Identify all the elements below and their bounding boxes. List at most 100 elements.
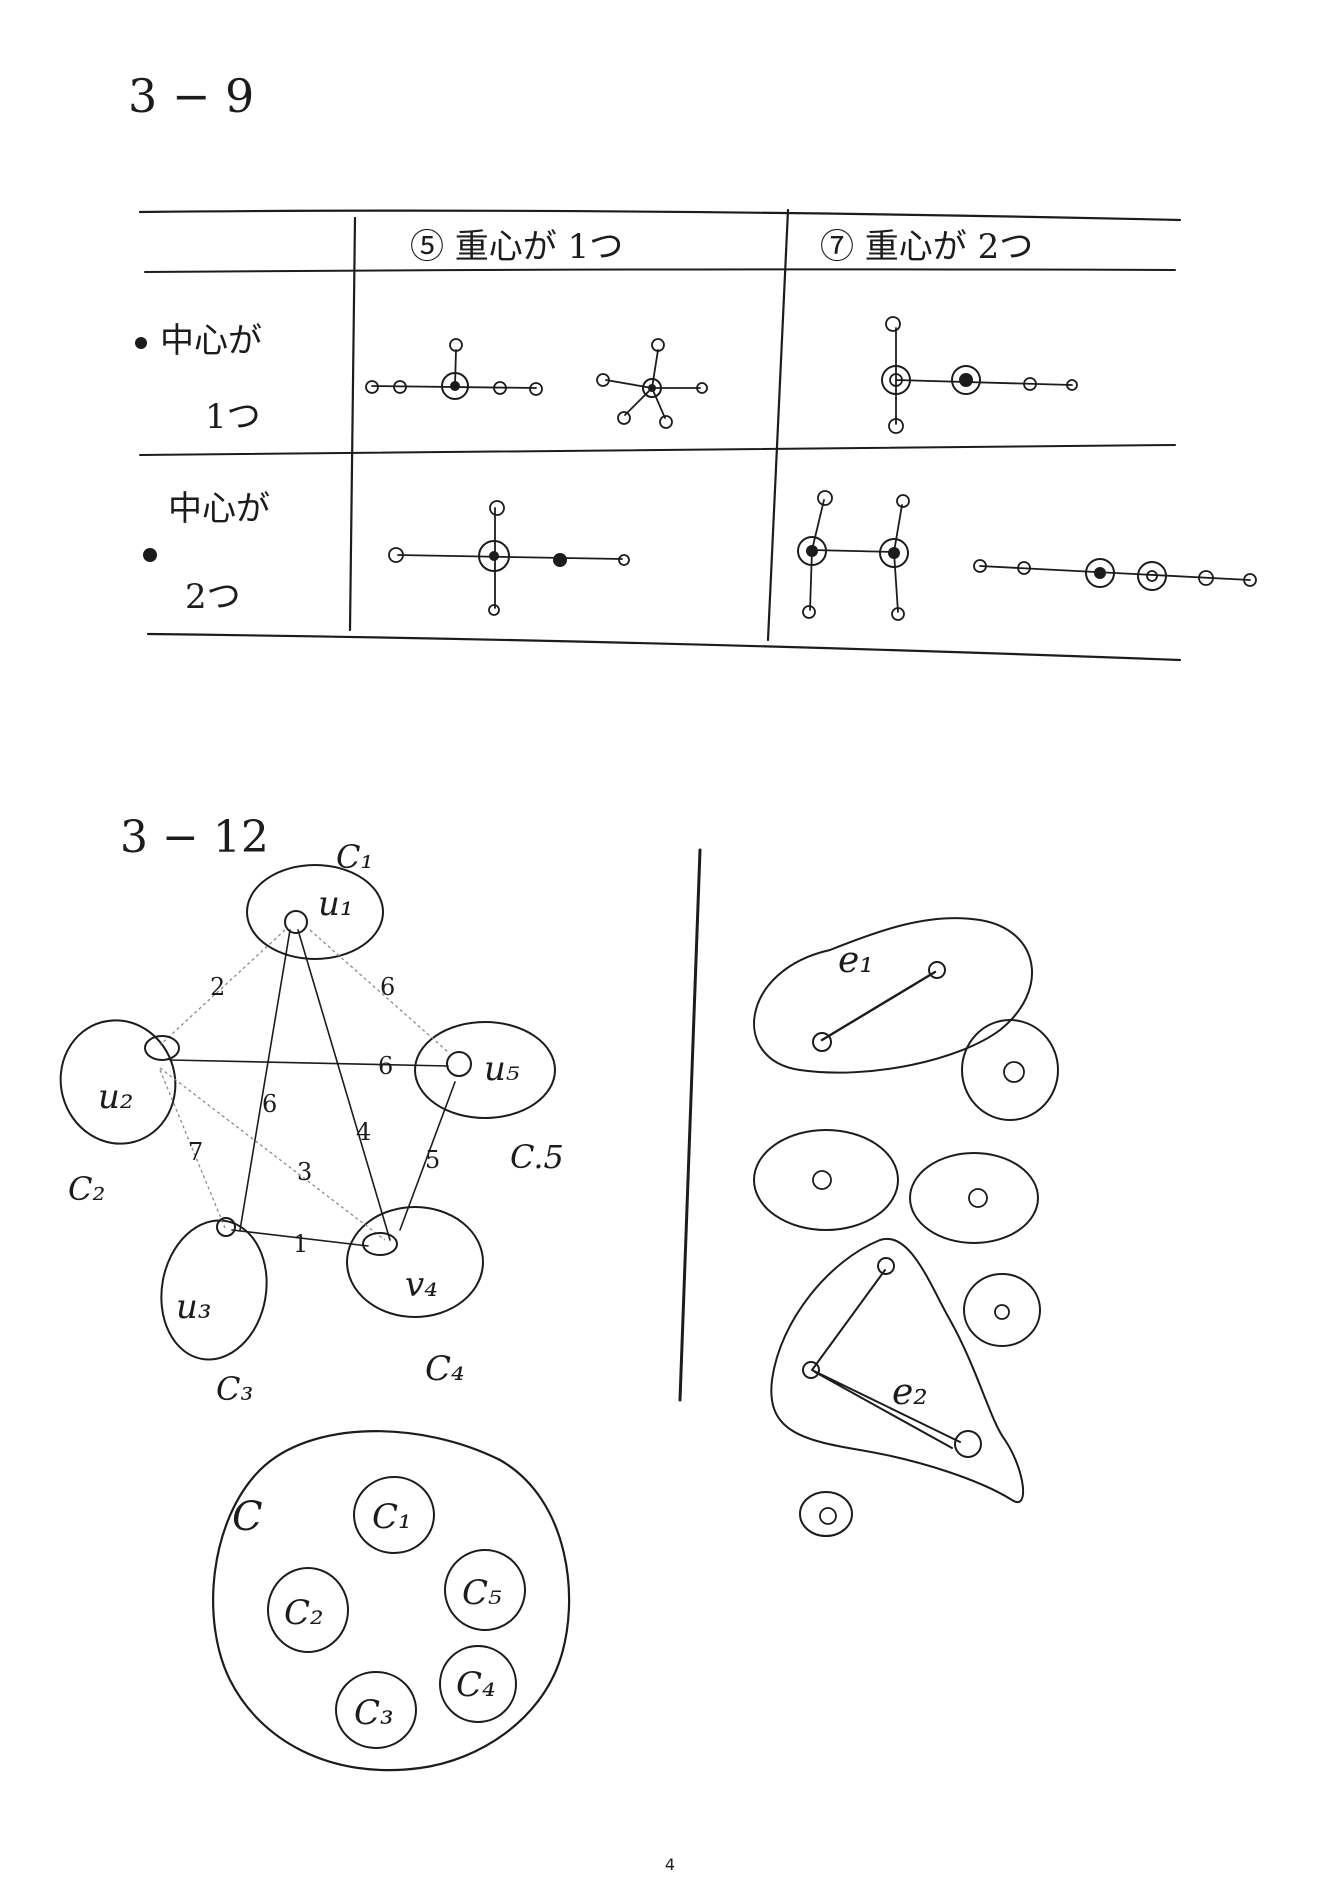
singleton-cluster <box>909 1152 1039 1244</box>
cluster-outline-e1 <box>753 917 1034 1074</box>
cluster-label-e1: e₁ <box>838 940 874 981</box>
cluster-label-e2: e₂ <box>892 1372 928 1413</box>
page-number: 4 <box>664 1855 676 1874</box>
vertex-label-u3: u₃ <box>176 1287 212 1327</box>
tree-drawing-two-centroids-one-center <box>881 316 1078 434</box>
edge-u1-u5 <box>309 929 449 1053</box>
cluster-outline-c4 <box>346 1206 484 1318</box>
edge-weight-u3-v4: 1 <box>293 1230 308 1258</box>
row-header-one-center-line1: 中心が <box>160 321 262 361</box>
vertex-u3 <box>216 1217 236 1237</box>
cluster-outline-c3 <box>160 1219 268 1361</box>
tree-drawing-path-two-centers <box>973 558 1257 591</box>
cluster-vertex <box>812 1032 832 1052</box>
column-header-one-centroid: ⑤ 重心が 1つ <box>410 227 623 267</box>
cluster-label-c4: C₄ <box>425 1349 465 1389</box>
cluster-label-c3: C₃ <box>216 1370 253 1408</box>
cluster-vertex <box>928 961 946 979</box>
section-heading-3-12: 3 − 12 <box>120 812 269 863</box>
cluster-label-c2: C₂ <box>68 1170 105 1208</box>
edge-e1 <box>820 970 937 1042</box>
inner-cluster-label-c5: C₅ <box>462 1573 502 1613</box>
inner-cluster-label-c3: C₃ <box>354 1693 394 1733</box>
edge-weight-u1-u2: 2 <box>210 973 225 1001</box>
cluster-vertex <box>877 1257 895 1275</box>
edge-weight-u5-v4: 5 <box>425 1146 440 1174</box>
row-header-two-centers-line2: 2つ <box>185 577 241 617</box>
nested-cluster-drawing: C C₁ C₅ C₂ C₄ C₃ <box>212 1430 571 1772</box>
edge-u3-v4 <box>231 1229 369 1247</box>
singleton-vertex <box>1003 1061 1025 1083</box>
inner-cluster-c3 <box>335 1671 417 1749</box>
edge-u1-v4 <box>297 929 391 1241</box>
inner-cluster-label-c1: C₁ <box>372 1497 412 1537</box>
vertex-label-u5: u₅ <box>484 1049 520 1089</box>
section-divider-line <box>678 848 702 1402</box>
inner-cluster-c5 <box>444 1549 526 1631</box>
edge-weight-u2-u5: 6 <box>378 1052 393 1080</box>
vertex-label-u1: u₁ <box>318 884 354 924</box>
edge-u1-u3 <box>239 929 291 1231</box>
cluster-outline-e2 <box>770 1237 1025 1504</box>
cluster-label-c1: C₁ <box>336 838 373 876</box>
edge-weight-u1-u5: 6 <box>380 973 395 1001</box>
edge-u2-v4 <box>159 1067 386 1241</box>
tree-drawing-two-centroids-two-centers <box>797 490 910 621</box>
cluster-outline-c5 <box>414 1021 556 1119</box>
vertex-u2 <box>144 1035 180 1061</box>
edge-u2-u5 <box>169 1059 449 1067</box>
outer-cluster-outline <box>212 1430 571 1772</box>
vertex-v4 <box>362 1232 398 1256</box>
vertex-u5 <box>446 1051 472 1077</box>
table-middle-rule <box>139 444 1176 456</box>
row-header-one-center-line2: 1つ <box>205 397 261 437</box>
inner-cluster-label-c4: C₄ <box>456 1665 496 1705</box>
edge-u5-v4 <box>399 1081 456 1231</box>
tree-drawing-one-centroid-two-centers <box>388 500 630 616</box>
centroid-center-table: ⑤ 重心が 1つ ⑦ 重心が 2つ 中心が 1つ 中心が 2つ <box>135 208 1257 662</box>
contracted-cluster-drawing: e₁ e₂ <box>753 917 1059 1537</box>
row-marker-dot <box>135 337 147 349</box>
table-top-rule <box>138 209 1182 222</box>
cluster-vertex <box>954 1430 982 1458</box>
singleton-vertex <box>994 1304 1010 1320</box>
singleton-vertex <box>812 1170 832 1190</box>
edges-e2 <box>811 1269 961 1449</box>
singleton-cluster <box>799 1491 853 1537</box>
cluster-outline-c1 <box>246 864 384 960</box>
table-column-divider-1 <box>348 216 357 632</box>
weighted-cluster-graph: u₁ u₂ u₃ v₄ u₅ C₁ C₂ C₃ C₄ C.5 2 6 6 6 4… <box>59 838 564 1408</box>
inner-cluster-label-c2: C₂ <box>284 1593 324 1633</box>
section-heading-3-9: 3 − 9 <box>128 69 254 123</box>
singleton-cluster <box>961 1019 1059 1121</box>
edge-weight-u1-u3: 6 <box>262 1090 277 1118</box>
table-header-rule <box>144 268 1176 273</box>
edge-weight-u1-v4: 4 <box>356 1118 371 1146</box>
inner-cluster-c2 <box>267 1567 349 1653</box>
column-header-two-centroids: ⑦ 重心が 2つ <box>820 227 1033 267</box>
vertex-label-v4: v₄ <box>405 1265 438 1305</box>
singleton-cluster <box>753 1129 899 1231</box>
vertex-u1 <box>284 910 308 934</box>
tree-drawing-path <box>365 338 543 400</box>
cluster-label-c5: C.5 <box>510 1138 564 1176</box>
table-bottom-rule <box>146 632 1182 662</box>
singleton-vertex <box>968 1188 988 1208</box>
table-column-divider-2 <box>766 208 790 642</box>
cluster-vertex <box>802 1361 820 1379</box>
edge-u1-u2 <box>159 929 286 1046</box>
vertex-label-u2: u₂ <box>98 1077 134 1117</box>
singleton-vertex <box>819 1507 837 1525</box>
row-header-two-centers-line1: 中心が <box>168 489 270 529</box>
singleton-cluster <box>963 1273 1041 1347</box>
tree-drawing-star <box>596 338 708 429</box>
edge-u2-u3 <box>159 1069 226 1229</box>
edge-weight-u2-u3: 7 <box>188 1138 203 1166</box>
edge-weight-u2-v4: 3 <box>297 1158 312 1186</box>
inner-cluster-c4 <box>439 1645 517 1723</box>
cluster-outline-c2 <box>59 1019 177 1145</box>
row-marker-dot <box>143 548 157 562</box>
outer-cluster-label: C <box>232 1494 263 1540</box>
inner-cluster-c1 <box>353 1476 435 1554</box>
